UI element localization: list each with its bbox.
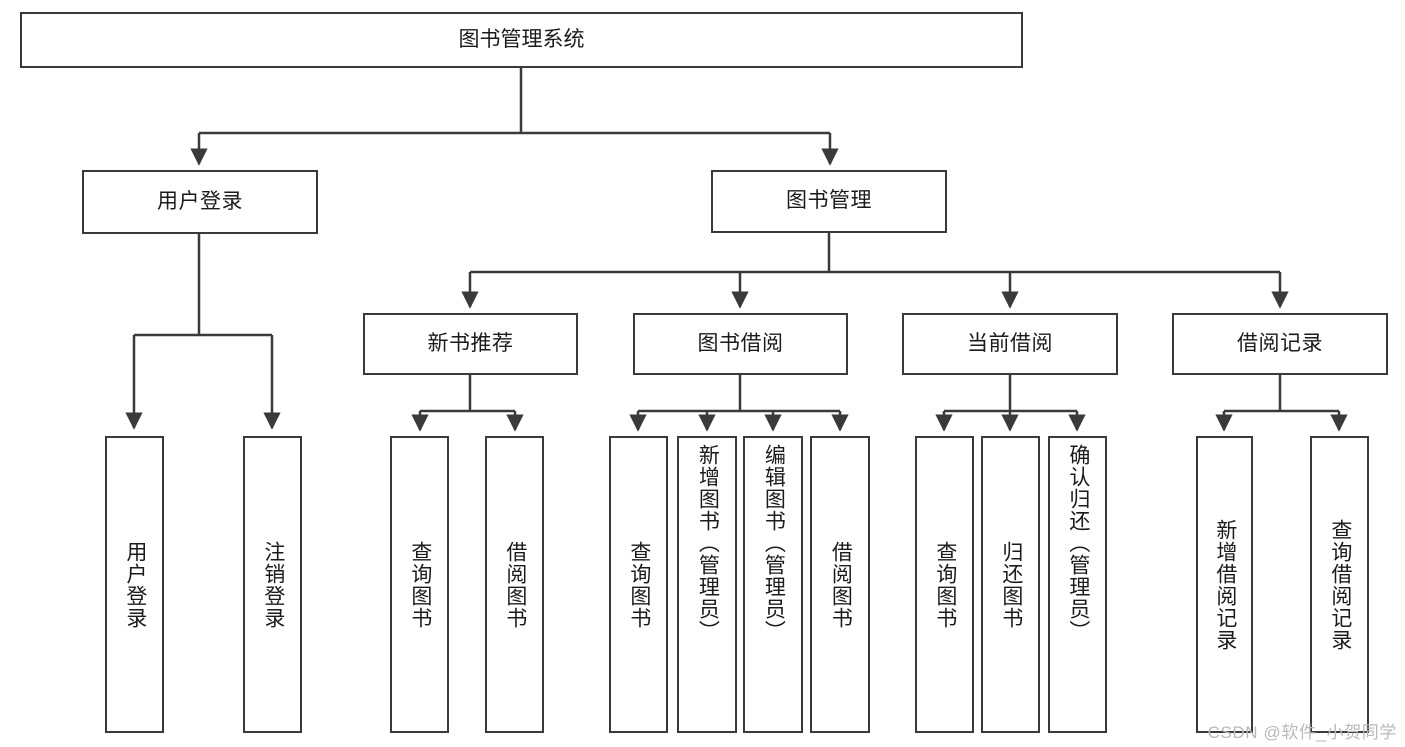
leaf-query-book-2[interactable]: 查询图书 bbox=[609, 436, 668, 733]
node-label: 新书推荐 bbox=[427, 331, 514, 355]
node-label: 确认归还（管理员） bbox=[1066, 444, 1090, 642]
node-label: 新增借阅记录 bbox=[1213, 518, 1237, 651]
leaf-return-book[interactable]: 归还图书 bbox=[981, 436, 1040, 733]
node-label: 图书管理 bbox=[786, 189, 872, 213]
node-user-login[interactable]: 用户登录 bbox=[82, 170, 318, 234]
node-label: 查询图书 bbox=[627, 540, 651, 629]
node-current-borrow[interactable]: 当前借阅 bbox=[902, 313, 1118, 375]
node-label: 当前借阅 bbox=[967, 331, 1053, 355]
leaf-add-record[interactable]: 新增借阅记录 bbox=[1196, 436, 1253, 733]
node-label: 用户登录 bbox=[123, 540, 147, 629]
node-book-manage[interactable]: 图书管理 bbox=[711, 170, 947, 233]
node-label: 新增图书（管理员） bbox=[696, 444, 720, 642]
node-label: 注销登录 bbox=[261, 540, 285, 629]
node-label: 用户登录 bbox=[157, 189, 243, 213]
csdn-watermark: CSDN @软件_小贺同学 bbox=[1207, 723, 1397, 742]
node-label: 借阅图书 bbox=[503, 540, 527, 629]
leaf-borrow-book-1[interactable]: 借阅图书 bbox=[485, 436, 544, 733]
node-label: 编辑图书（管理员） bbox=[762, 444, 786, 642]
node-label: 借阅图书 bbox=[829, 540, 853, 629]
leaf-logout-login[interactable]: 注销登录 bbox=[243, 436, 302, 733]
node-borrow-record[interactable]: 借阅记录 bbox=[1172, 313, 1388, 375]
node-book-borrow[interactable]: 图书借阅 bbox=[633, 313, 848, 375]
node-new-book-recommend[interactable]: 新书推荐 bbox=[363, 313, 578, 375]
node-label: 查询借阅记录 bbox=[1328, 518, 1352, 651]
node-root-system[interactable]: 图书管理系统 bbox=[20, 12, 1023, 68]
node-label: 查询图书 bbox=[408, 540, 432, 629]
node-label: 借阅记录 bbox=[1237, 331, 1323, 355]
leaf-edit-book[interactable]: 编辑图书（管理员） bbox=[743, 436, 803, 733]
leaf-query-record[interactable]: 查询借阅记录 bbox=[1310, 436, 1369, 733]
leaf-confirm-return[interactable]: 确认归还（管理员） bbox=[1048, 436, 1107, 733]
node-label: 查询图书 bbox=[933, 540, 957, 629]
node-label: 图书管理系统 bbox=[458, 27, 585, 51]
leaf-query-book-3[interactable]: 查询图书 bbox=[915, 436, 974, 733]
leaf-borrow-book-2[interactable]: 借阅图书 bbox=[810, 436, 870, 733]
node-label: 归还图书 bbox=[999, 540, 1023, 629]
leaf-user-login[interactable]: 用户登录 bbox=[105, 436, 164, 733]
node-label: 图书借阅 bbox=[697, 331, 784, 355]
leaf-add-book[interactable]: 新增图书（管理员） bbox=[677, 436, 737, 733]
leaf-query-book-1[interactable]: 查询图书 bbox=[390, 436, 449, 733]
